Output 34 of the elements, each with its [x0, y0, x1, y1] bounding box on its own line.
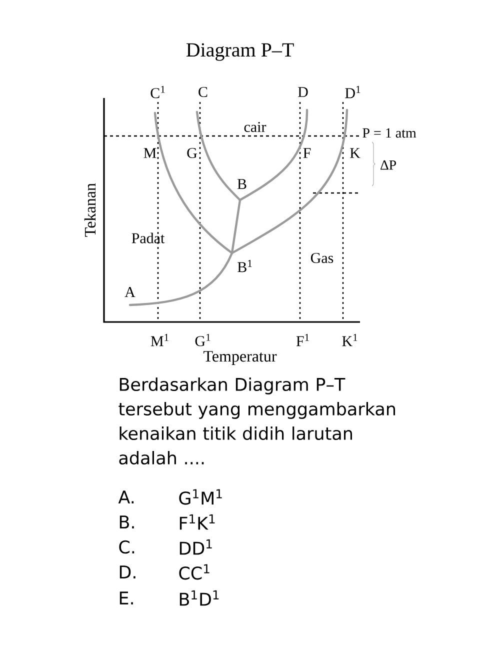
point-label: F$^{1}$	[296, 334, 309, 346]
pressure-label: P = 1 atm	[362, 128, 416, 138]
point-label: A	[124, 287, 136, 297]
option-answer: F$^{1}$K$^{1}$	[180, 514, 215, 530]
point-label: K$^{1}$	[342, 334, 358, 346]
point-label: D$^{1}$	[345, 86, 360, 98]
option-letter: E.	[120, 592, 133, 604]
option-answer: B$^{1}$D$^{1}$	[180, 590, 219, 606]
option-letter: A.	[118, 490, 134, 504]
option-letter: B.	[120, 516, 134, 528]
point-label: C$^{1}$	[150, 86, 165, 98]
region-label: Gas	[310, 252, 334, 264]
axis-label: Tekanan	[84, 183, 96, 237]
point-label: G	[187, 148, 197, 158]
point-label: M	[144, 148, 156, 158]
point-label: K	[350, 148, 360, 158]
region-label: Padat	[132, 232, 165, 244]
point-label: F	[303, 148, 311, 158]
point-label: M$^{1}$	[150, 334, 168, 346]
region-label: cair	[244, 122, 266, 132]
question-text: Berdasarkan Diagram P–T tersebut yang menggambarkan kenaikan titik didih larutan adalah ....	[118, 377, 396, 465]
point-label: C	[198, 86, 208, 98]
option-letter: D.	[120, 566, 136, 578]
option-letter: C.	[119, 540, 134, 554]
option-answer: DD$^{1}$	[180, 539, 212, 555]
axis-label: Temperatur	[204, 351, 277, 365]
point-label: B	[237, 179, 246, 189]
pressure-label: ∆P	[380, 160, 396, 170]
point-label: B$^{1}$	[238, 260, 252, 272]
title: Diagram P–T	[186, 43, 294, 61]
point-label: D	[298, 87, 308, 97]
option-answer: G$^{1}$M$^{1}$	[179, 489, 222, 505]
option-answer: CC$^{1}$	[179, 564, 210, 580]
point-label: G$^{1}$	[195, 334, 210, 346]
